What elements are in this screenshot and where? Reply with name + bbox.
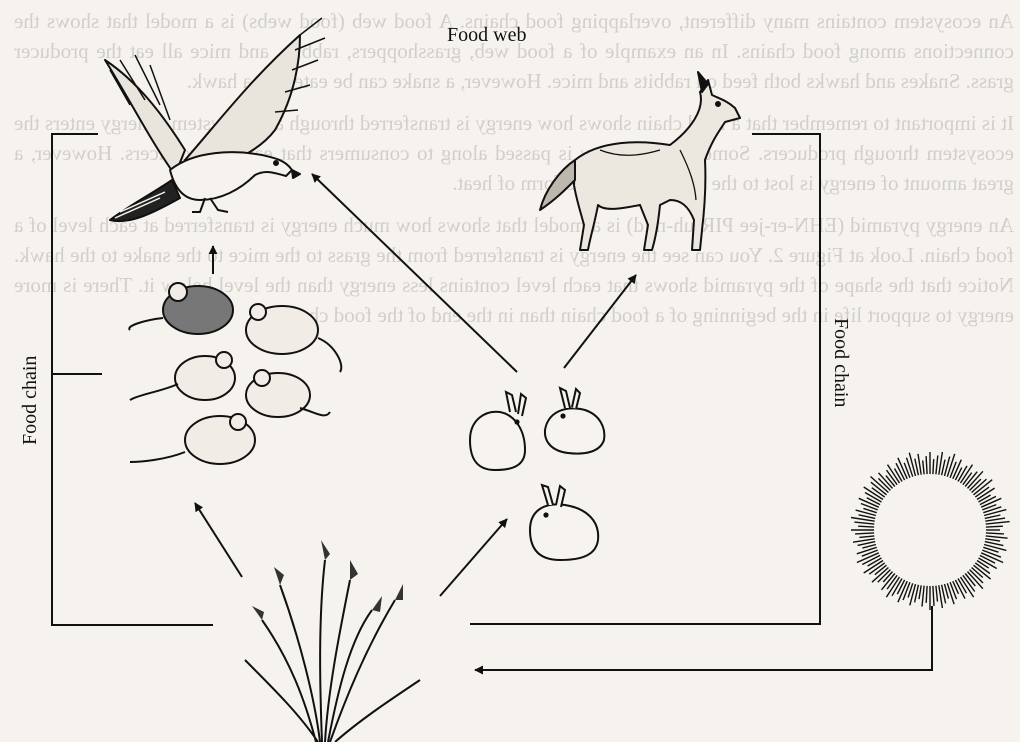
arrow-grass-to-rabbit [440, 519, 507, 596]
sun-ray [883, 572, 892, 582]
sun-ray [947, 583, 954, 604]
arrow-rabbit-to-wolf [564, 275, 636, 368]
sun-ray [936, 455, 938, 474]
rabbit-1 [470, 392, 526, 470]
sun-illustration [851, 452, 1010, 610]
rabbit-2 [545, 388, 604, 454]
rabbit-3 [530, 485, 598, 560]
rabbits-group [470, 388, 604, 560]
wolf-illustration [540, 72, 740, 250]
sun-ray [980, 555, 995, 563]
sun-ray [886, 476, 895, 487]
sun-ray [979, 495, 991, 502]
sun-ray [947, 454, 954, 477]
arrow-rabbit-to-hawk [312, 174, 517, 372]
sun-to-grass-line [475, 606, 932, 670]
sun-ray [986, 536, 1008, 538]
sun-ray [986, 522, 1010, 525]
sun-ray [855, 533, 874, 534]
sun-ray [857, 547, 877, 554]
sun-ray [923, 460, 924, 474]
sun-ray [982, 550, 1001, 557]
mouse-3 [130, 352, 235, 400]
sun-ray [854, 522, 874, 524]
sun-ray [853, 539, 875, 542]
sun-ray [933, 459, 934, 474]
sun-ray [926, 456, 927, 474]
sun-ray [867, 498, 880, 505]
mouse-5 [130, 414, 255, 464]
grass-illustration [245, 540, 420, 742]
sun-ray [986, 533, 1004, 534]
sun-ray [986, 526, 1003, 527]
mice-group [129, 283, 341, 464]
sun-ray [985, 518, 1005, 521]
sun-ray [926, 586, 927, 603]
sun-ray [909, 453, 915, 476]
sun-ray [919, 585, 921, 599]
hawk-illustration [105, 18, 325, 221]
mouse-2 [246, 304, 341, 372]
sun-ray [984, 510, 1006, 516]
sun-ray [977, 561, 989, 569]
sun-ray [985, 515, 1001, 518]
sun-ray [933, 586, 934, 606]
sun-ray [942, 460, 945, 476]
sun-ray [936, 586, 938, 602]
mouse-4 [246, 370, 330, 417]
sun-ray [858, 526, 874, 527]
sun-ray [897, 580, 904, 594]
sun-ray [859, 536, 874, 538]
sun-ray [922, 586, 924, 607]
arrow-grass-to-mouse [195, 503, 242, 577]
sun-ray [985, 539, 1000, 541]
mouse-1 [129, 283, 233, 334]
sun-ray [918, 454, 921, 475]
sun-ray [895, 469, 903, 482]
